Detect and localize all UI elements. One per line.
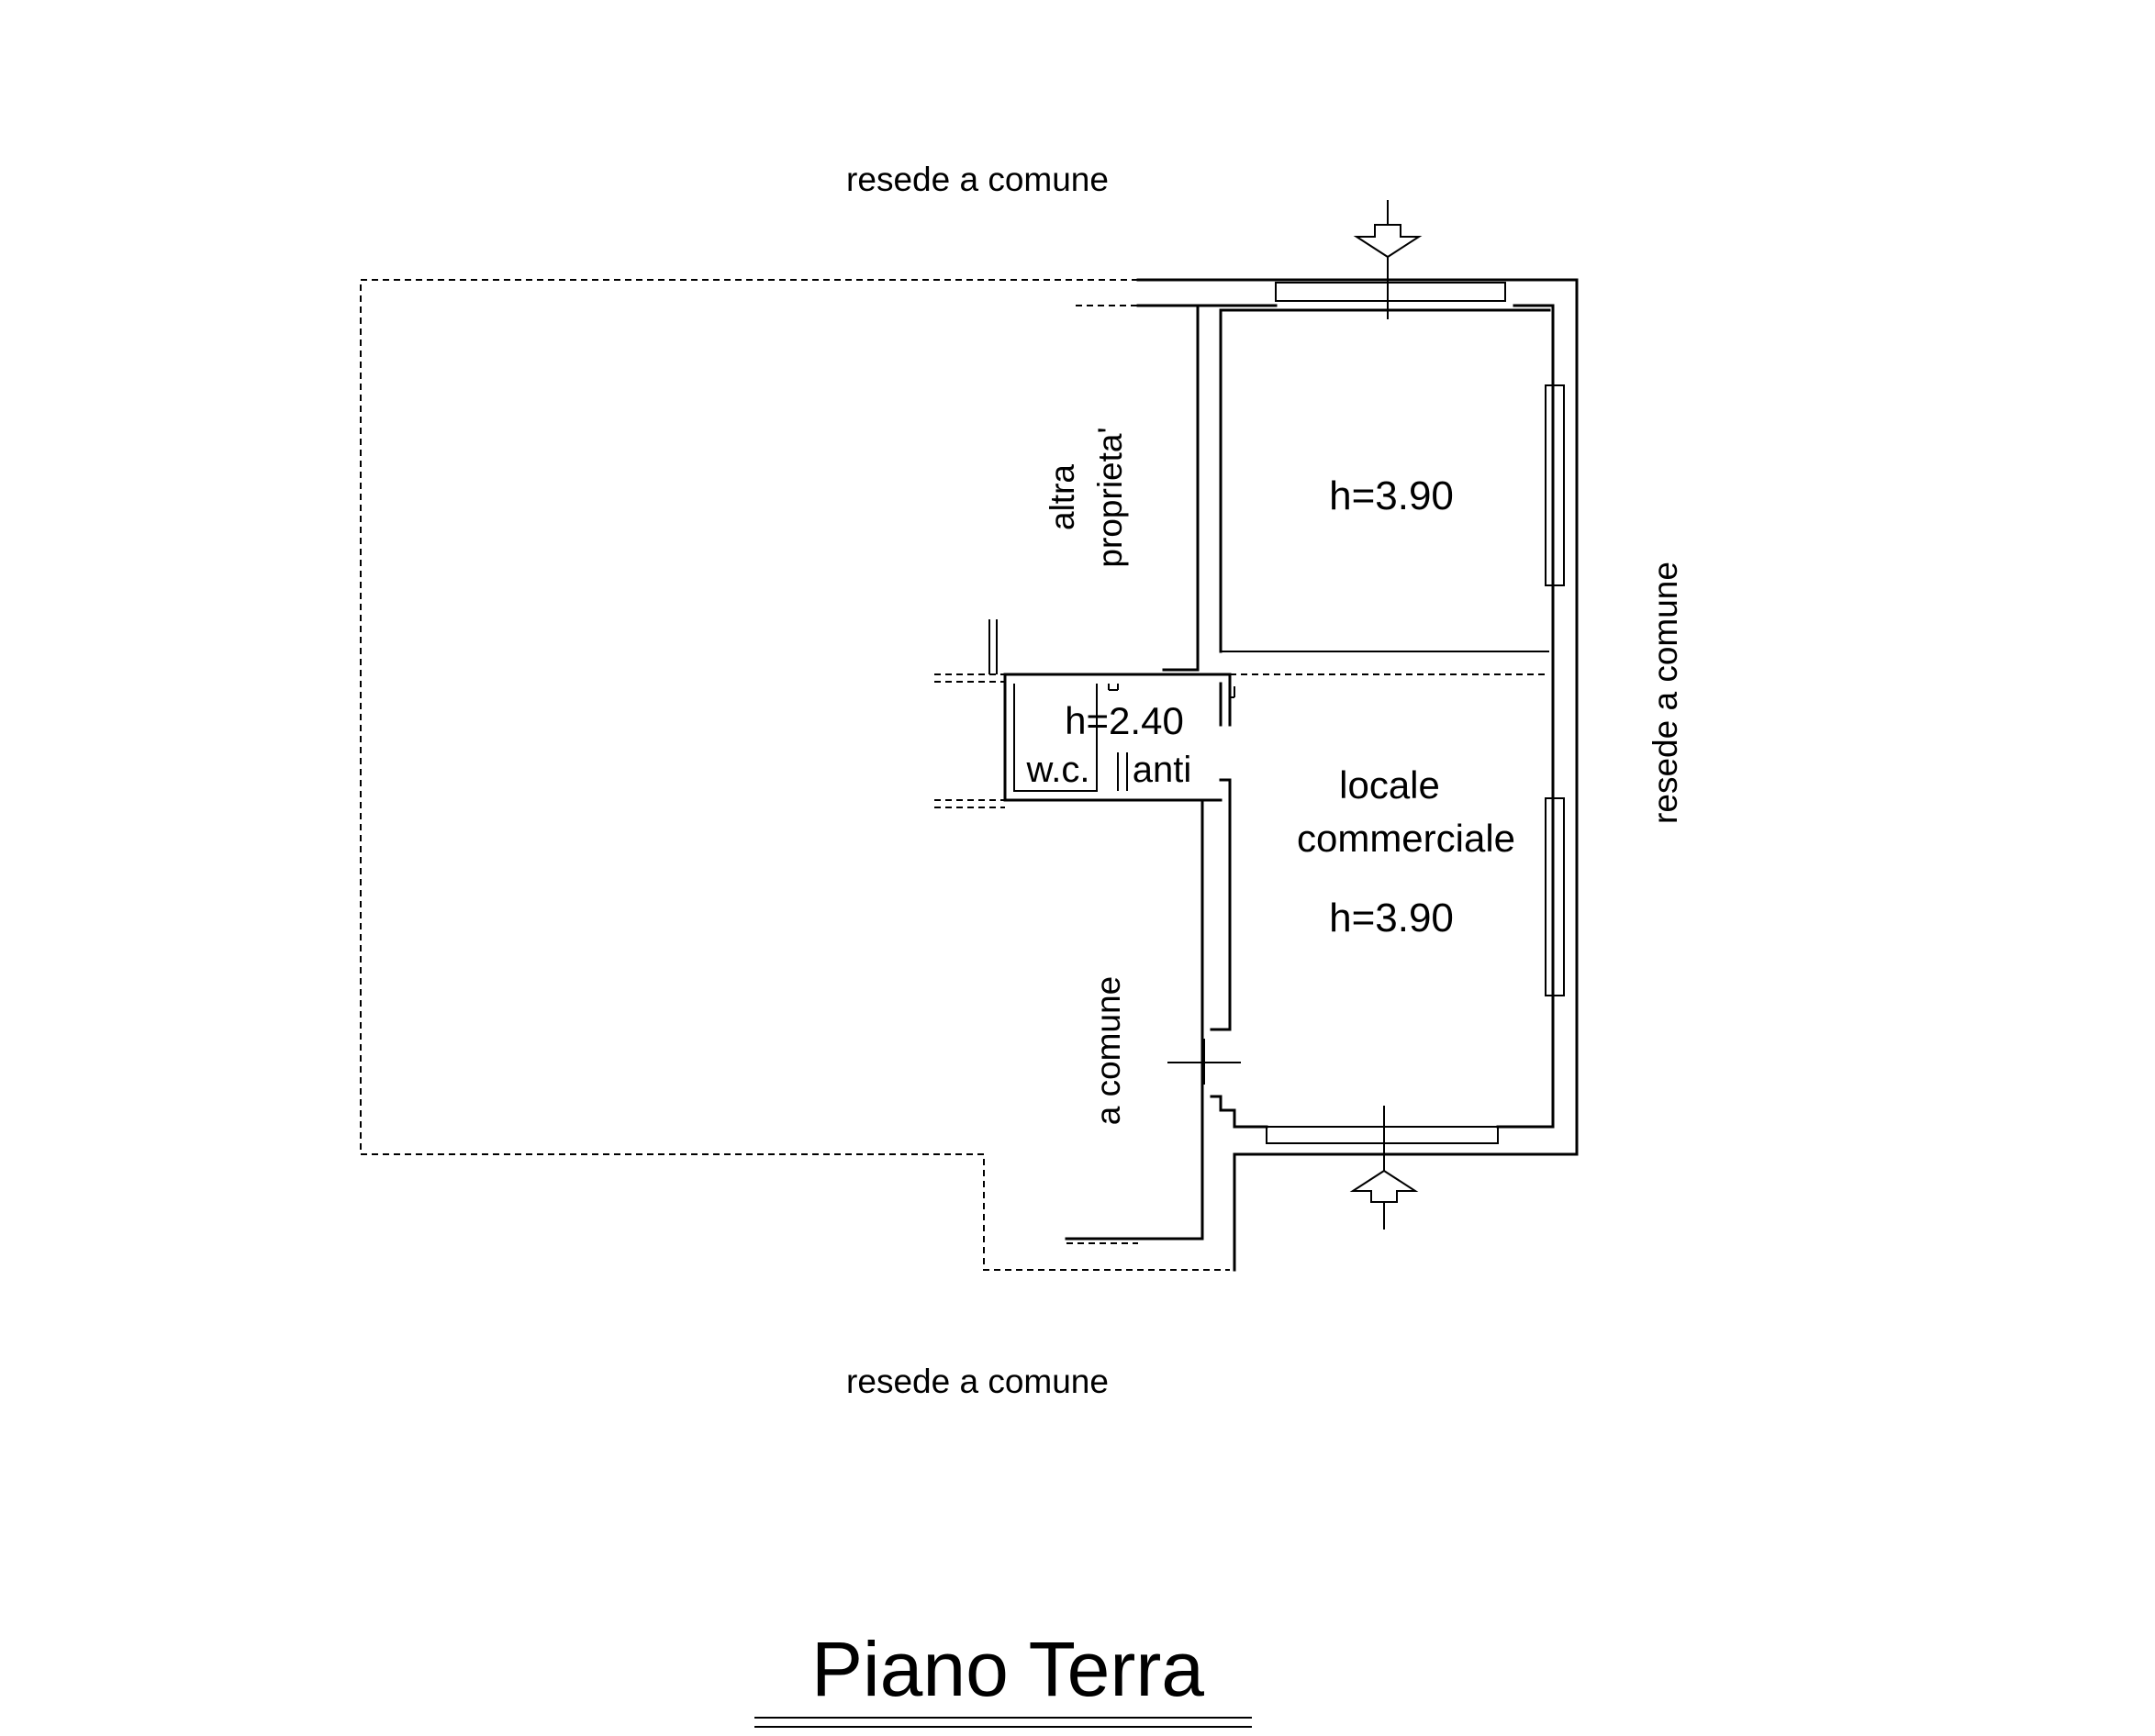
label-wc: w.c. <box>1026 750 1090 790</box>
label-neighbour-line1: altra <box>1044 464 1081 530</box>
label-anti: anti <box>1133 750 1192 790</box>
label-bottom-surroundings: resede a comune <box>846 1363 1109 1400</box>
arrow-down-icon <box>1353 224 1423 259</box>
label-shop-line2: commerciale <box>1297 817 1515 860</box>
label-shop-height: h=3.90 <box>1329 896 1454 940</box>
arrow-up-icon <box>1349 1169 1419 1203</box>
label-service-height: h=2.40 <box>1065 699 1184 742</box>
label-upper-room-height: h=3.90 <box>1329 473 1454 518</box>
page-title: Piano Terra <box>811 1626 1204 1712</box>
label-left-common: a comune <box>1089 976 1127 1126</box>
label-neighbour-line2: proprieta' <box>1091 427 1129 567</box>
label-shop-line1: locale <box>1339 763 1440 807</box>
site-boundary <box>360 279 1230 1271</box>
top-entrance <box>1353 200 1423 319</box>
bottom-entrance <box>1349 1106 1419 1230</box>
label-right-surroundings: resede a comune <box>1647 562 1684 824</box>
label-top-surroundings: resede a comune <box>846 161 1109 198</box>
building-walls <box>988 278 1579 1272</box>
